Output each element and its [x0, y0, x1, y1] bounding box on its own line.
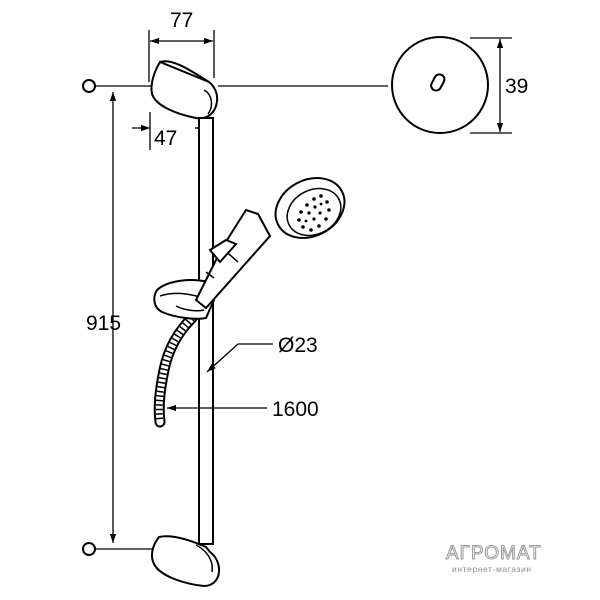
mount-point-top — [82, 79, 152, 93]
hose-length-callout: 1600 — [167, 398, 319, 421]
rail-diameter-label: Ø23 — [278, 334, 318, 357]
store-watermark: АГРОМАТ интернет-магазин — [446, 543, 542, 575]
hose-length-label: 1600 — [272, 398, 319, 421]
sliding-rail — [198, 117, 214, 545]
mount-point-bottom — [82, 542, 155, 556]
slider-holder — [153, 279, 216, 320]
screw-slot-icon — [430, 73, 446, 92]
disc-height-label: 39 — [505, 75, 528, 98]
top-wall-bracket — [150, 60, 219, 120]
bottom-wall-bracket — [150, 535, 221, 588]
wall-disc-top-view — [391, 36, 489, 134]
rail-length-dimension: 915 — [86, 92, 121, 543]
watermark-tagline: интернет-магазин — [452, 564, 532, 574]
spray-nozzles-icon — [297, 194, 331, 232]
shower-hose — [153, 312, 198, 428]
disc-height-dimension: 39 — [470, 37, 528, 134]
watermark-brand: АГРОМАТ — [446, 543, 542, 564]
width-dimension: 77 — [148, 9, 215, 82]
bracket-offset-label: 47 — [154, 127, 177, 150]
width-label: 77 — [170, 9, 193, 32]
hand-shower — [194, 177, 346, 310]
rail-diameter-callout: Ø23 — [206, 334, 318, 373]
rail-length-label: 915 — [86, 312, 121, 335]
